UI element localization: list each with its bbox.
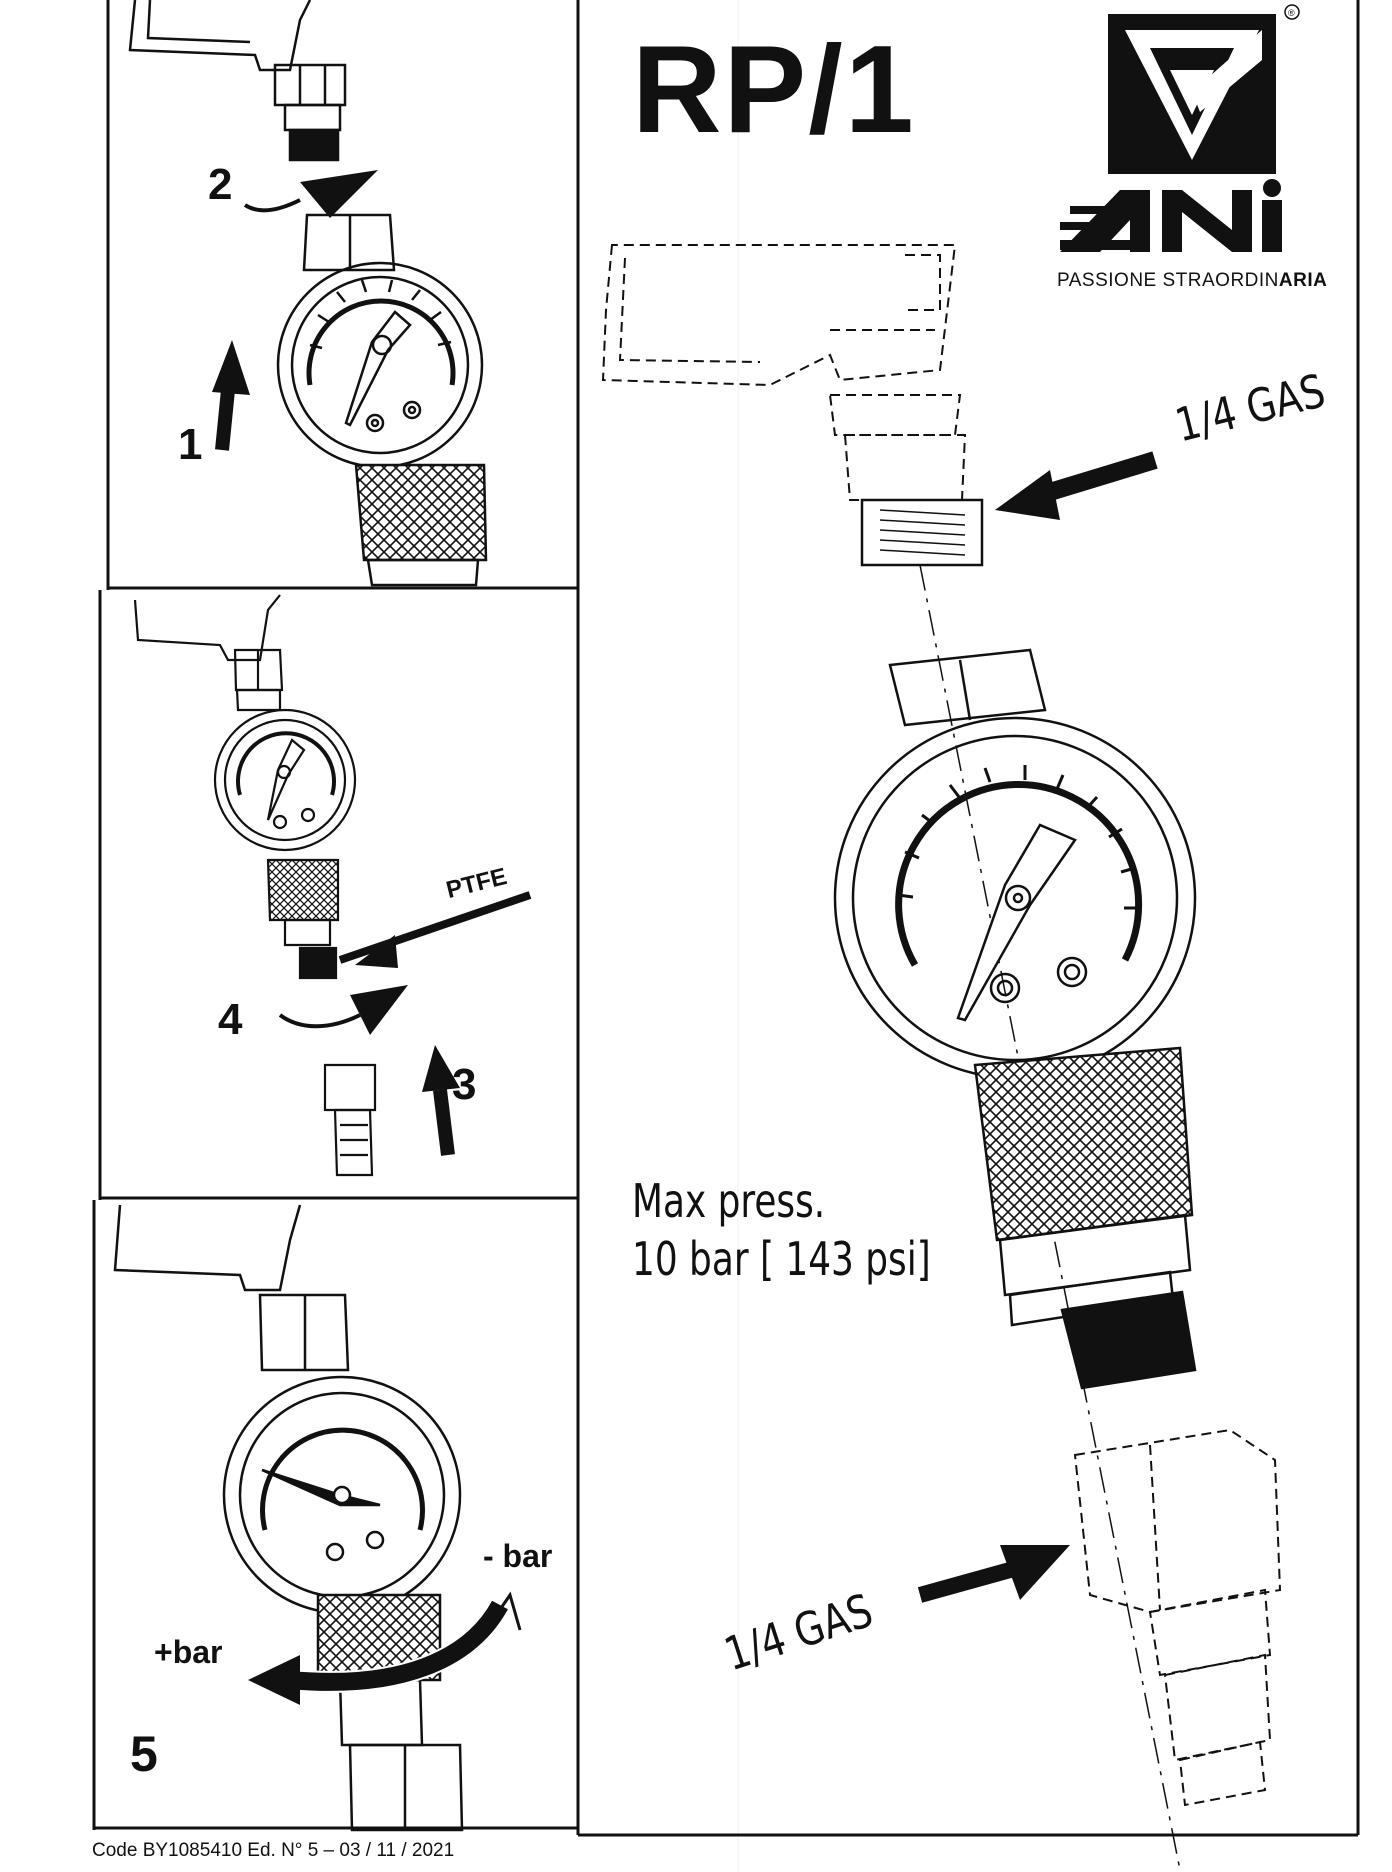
ani-logo: ®: [1060, 4, 1300, 252]
model-title: RP/1: [632, 21, 916, 159]
plus-bar-label: +bar: [154, 1634, 223, 1670]
panel-1-drawing: [128, 0, 488, 587]
max-pressure-line-2: 10 bar [ 143 psi]: [632, 1232, 931, 1286]
step-2-number: 2: [208, 160, 233, 209]
step-4-number: 4: [218, 995, 243, 1044]
panel-3-drawing: [113, 1204, 522, 1832]
minus-bar-label: - bar: [483, 1538, 553, 1574]
ani-wordmark: [1060, 179, 1282, 252]
tagline-suffix: ARIA: [1278, 270, 1328, 291]
brand-tagline: PASSIONE STRAORDINARIA: [1057, 270, 1327, 292]
panel-frames: [92, 0, 1360, 1837]
max-pressure-line-1: Max press.: [632, 1174, 826, 1228]
main-exploded-view: [601, 244, 1282, 1871]
tagline-prefix: PASSIONE STRAORDIN: [1057, 270, 1279, 291]
document-code: Code BY1085410 Ed. N° 5 – 03 / 11 / 2021: [92, 1840, 455, 1861]
step-5-number: 5: [130, 1726, 158, 1782]
panel-2-drawing: [133, 594, 532, 1177]
step-1-number: 1: [178, 420, 203, 469]
registered-mark: ®: [1288, 8, 1295, 18]
max-pressure-note: Max press. 10 bar [ 143 psi]: [632, 1172, 931, 1288]
step-3-number: 3: [452, 1060, 477, 1109]
